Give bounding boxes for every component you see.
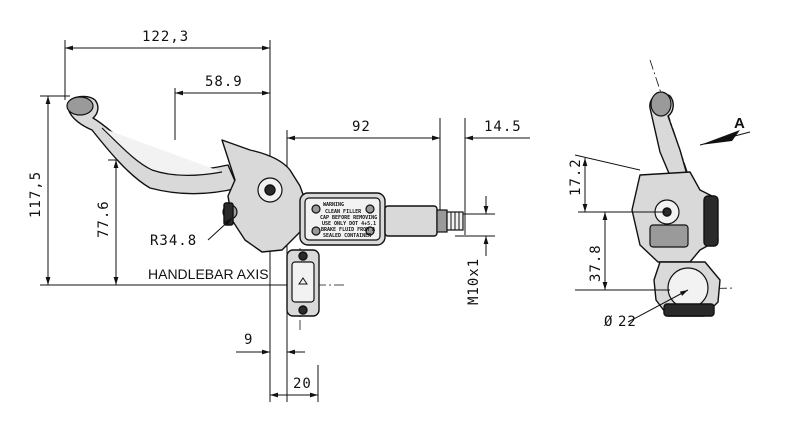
view-a-arrow (700, 130, 740, 145)
master-cylinder: WARNING CLEAN FILLER CAP BEFORE REMOVING… (299, 192, 464, 246)
side-clamp (653, 261, 721, 317)
dim-side-lower: 37.8 (588, 244, 604, 282)
front-view: WARNING CLEAN FILLER CAP BEFORE REMOVING… (28, 29, 530, 402)
reservoir-label-line-6: SEALED CONTAINER (323, 233, 372, 239)
dim-lever-height: 77.6 (96, 200, 112, 238)
lever-body (221, 139, 306, 253)
dim-side-upper: 17.2 (568, 158, 584, 196)
reservoir-label-line-5: BRAKE FLUID FROM A (321, 227, 375, 233)
dim-clamp-offset: 9 (244, 332, 253, 348)
dim-fitting-length: 14.5 (484, 119, 522, 135)
dim-clamp-width: 20 (293, 376, 312, 392)
dim-bore: 22 (618, 314, 637, 330)
handlebar-clamp (286, 249, 320, 317)
dim-pivot-to-tip: 58.9 (205, 74, 243, 90)
brake-lever (66, 95, 239, 195)
dim-thread: M10x1 (466, 258, 482, 305)
diameter-symbol: Ø (604, 314, 613, 330)
dim-overall-width: 122,3 (142, 29, 189, 45)
reservoir-label-line-1: WARNING (323, 202, 344, 208)
dim-overall-height: 117,5 (28, 171, 44, 218)
side-view: A 17.2 37.8 Ø 22 (568, 59, 751, 330)
dim-reservoir-width: 92 (352, 119, 371, 135)
reservoir-label-line-3: CAP BEFORE REMOVING (320, 215, 377, 221)
side-body (631, 171, 719, 263)
reservoir-label-line-4: USE ONLY DOT 4+5.1 (322, 221, 376, 227)
side-lever (649, 91, 691, 191)
dim-radius: R34.8 (150, 233, 197, 249)
reservoir-label-line-2: CLEAN FILLER (325, 209, 362, 215)
view-a-label: A (734, 115, 745, 132)
handlebar-axis-label: HANDLEBAR AXIS (148, 266, 269, 282)
